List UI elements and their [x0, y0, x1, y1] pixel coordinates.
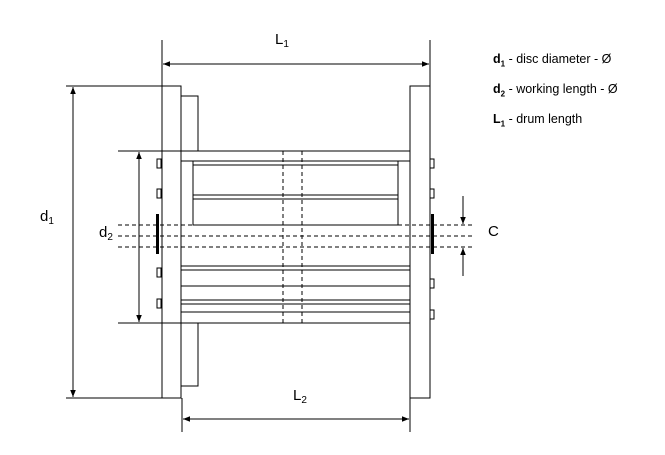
label-d2: d2 [99, 224, 113, 243]
centerlines [118, 151, 472, 323]
label-d1: d1 [40, 208, 54, 227]
left-axle-cap [156, 214, 159, 254]
legend-item-d1: d1 - disc diameter - Ø [493, 52, 612, 69]
drum-core [180, 150, 411, 324]
legend: d1 - disc diameter - Ø d2 - working leng… [493, 50, 661, 140]
left-bolts [156, 158, 162, 309]
label-C: C [488, 223, 499, 240]
label-L2: L2 [293, 387, 307, 406]
right-disc [409, 85, 431, 399]
right-axle-cap [431, 214, 434, 254]
legend-item-d2: d2 - working length - Ø [493, 82, 618, 99]
label-L1: L1 [275, 31, 289, 50]
left-disc [161, 85, 182, 399]
right-bolts [429, 158, 435, 320]
legend-item-L1: L1 - drum length [493, 112, 583, 129]
